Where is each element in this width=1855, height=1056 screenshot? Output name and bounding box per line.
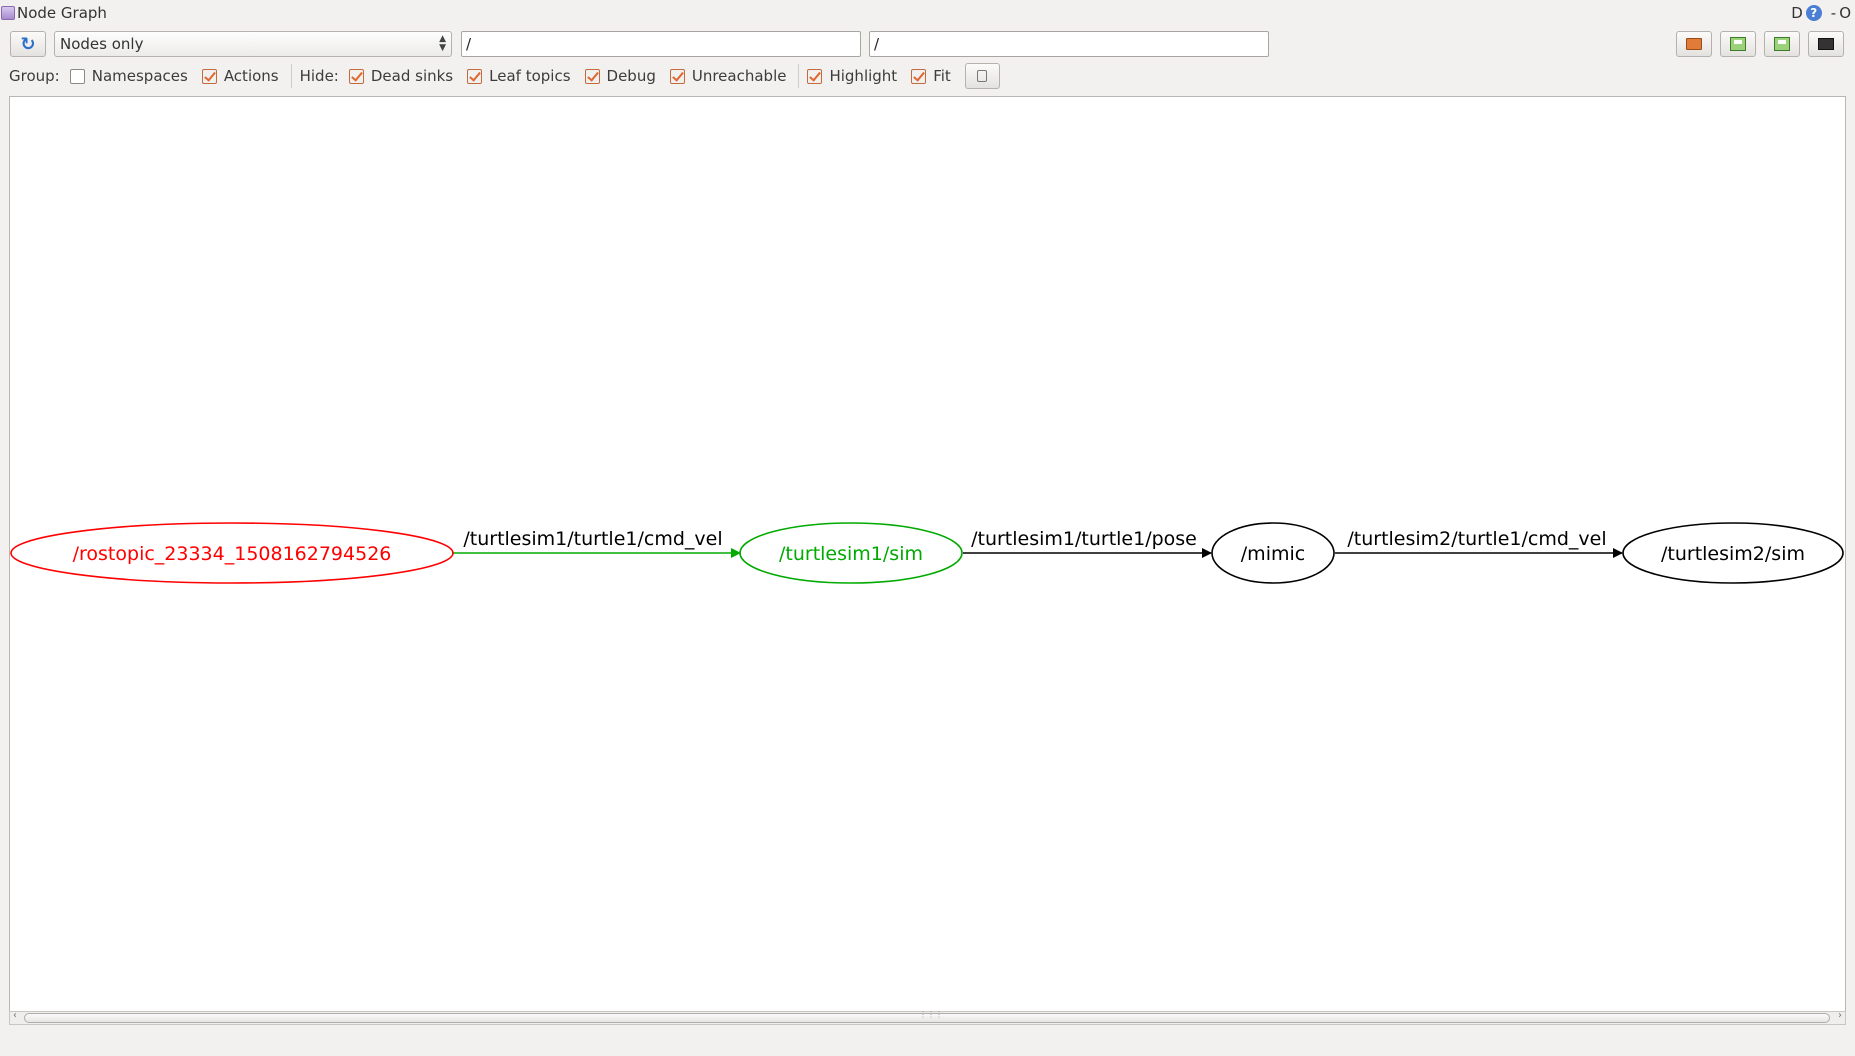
save-dot-icon: [1730, 37, 1746, 51]
load-dot-button[interactable]: [1676, 31, 1712, 57]
graph-node[interactable]: [1211, 522, 1335, 584]
edge-label[interactable]: /turtlesim2/turtle1/cmd_vel: [1347, 528, 1606, 550]
dead-sinks-check[interactable]: [348, 68, 364, 84]
fit-checkbox[interactable]: Fit: [911, 67, 951, 85]
graph-node[interactable]: [10, 522, 454, 584]
edge-label[interactable]: /turtlesim1/turtle1/cmd_vel: [463, 528, 722, 550]
namespaces-check[interactable]: [69, 68, 85, 84]
select-arrows-icon: ▲▼: [439, 34, 446, 53]
window-title: Node Graph: [17, 4, 107, 22]
unreachable-check[interactable]: [669, 68, 685, 84]
fit-view-icon: [977, 70, 988, 82]
separator: [798, 64, 800, 88]
group-label: Group:: [9, 67, 60, 85]
options-bar: Group: Namespaces Actions Hide: Dead sin…: [0, 62, 1855, 90]
horizontal-scrollbar[interactable]: ‹ ⋮⋮⋮ ›: [9, 1010, 1846, 1025]
separator: [290, 64, 292, 88]
debug-checkbox[interactable]: Debug: [584, 67, 656, 85]
refresh-icon: ↻: [20, 33, 36, 55]
save-image-button[interactable]: [1808, 31, 1844, 57]
fit-label: Fit: [933, 67, 951, 85]
graph-mode-value: Nodes only: [60, 35, 144, 53]
graph-canvas[interactable]: /turtlesim1/turtle1/cmd_vel /turtlesim1/…: [9, 96, 1846, 1012]
highlight-checkbox[interactable]: Highlight: [807, 67, 897, 85]
actions-label: Actions: [223, 67, 279, 85]
folder-open-icon: [1686, 38, 1702, 50]
close-button[interactable]: O: [1839, 4, 1851, 22]
node-label[interactable]: /turtlesim1/sim: [779, 543, 923, 565]
hide-label: Hide:: [299, 67, 339, 85]
topic-filter-input[interactable]: [869, 31, 1269, 57]
leaf-topics-checkbox[interactable]: Leaf topics: [467, 67, 571, 85]
fit-check[interactable]: [911, 68, 927, 84]
graph-node[interactable]: [739, 522, 963, 584]
node-label[interactable]: /turtlesim2/sim: [1661, 543, 1805, 565]
edge-label[interactable]: /turtlesim1/turtle1/pose: [971, 528, 1197, 550]
dead-sinks-checkbox[interactable]: Dead sinks: [348, 67, 454, 85]
unreachable-checkbox[interactable]: Unreachable: [669, 67, 787, 85]
unreachable-label: Unreachable: [691, 67, 787, 85]
graph-mode-select[interactable]: Nodes only ▲▼: [54, 31, 452, 57]
highlight-check[interactable]: [807, 68, 823, 84]
actions-checkbox[interactable]: Actions: [201, 67, 279, 85]
save-svg-button[interactable]: [1764, 31, 1800, 57]
fit-view-button[interactable]: [964, 63, 1000, 89]
scroll-left-icon[interactable]: ‹: [13, 1010, 17, 1021]
leaf-topics-check[interactable]: [467, 68, 483, 84]
highlight-label: Highlight: [829, 67, 898, 85]
grip-icon: ⋮⋮⋮: [919, 1010, 943, 1019]
leaf-topics-label: Leaf topics: [489, 67, 571, 85]
title-bar: Node Graph D ? - O: [0, 0, 1855, 26]
debug-label: Debug: [606, 67, 656, 85]
app-icon: [1, 6, 15, 20]
graph-svg: /turtlesim1/turtle1/cmd_vel /turtlesim1/…: [10, 522, 1844, 584]
minimize-button[interactable]: -: [1830, 4, 1837, 22]
status-bar: [0, 1030, 1855, 1056]
save-svg-icon: [1774, 37, 1790, 51]
namespaces-checkbox[interactable]: Namespaces: [69, 67, 188, 85]
dead-sinks-label: Dead sinks: [370, 67, 454, 85]
debug-check[interactable]: [584, 68, 600, 84]
title-controls: D ? - O: [1791, 4, 1851, 22]
node-label[interactable]: /mimic: [1241, 543, 1305, 565]
scroll-right-icon[interactable]: ›: [1838, 1010, 1842, 1021]
graph-node[interactable]: [1622, 522, 1844, 584]
main-toolbar: ↻ Nodes only ▲▼: [0, 30, 1855, 58]
node-label[interactable]: /rostopic_23334_1508162794526: [73, 543, 392, 565]
save-dot-button[interactable]: [1720, 31, 1756, 57]
namespaces-label: Namespaces: [91, 67, 188, 85]
namespace-filter-input[interactable]: [461, 31, 861, 57]
refresh-button[interactable]: ↻: [10, 31, 46, 57]
help-icon[interactable]: ?: [1805, 5, 1822, 21]
scrollbar-thumb[interactable]: ⋮⋮⋮: [24, 1010, 1830, 1023]
actions-check[interactable]: [201, 68, 217, 84]
dock-button[interactable]: D: [1791, 4, 1803, 22]
screenshot-icon: [1818, 38, 1834, 50]
